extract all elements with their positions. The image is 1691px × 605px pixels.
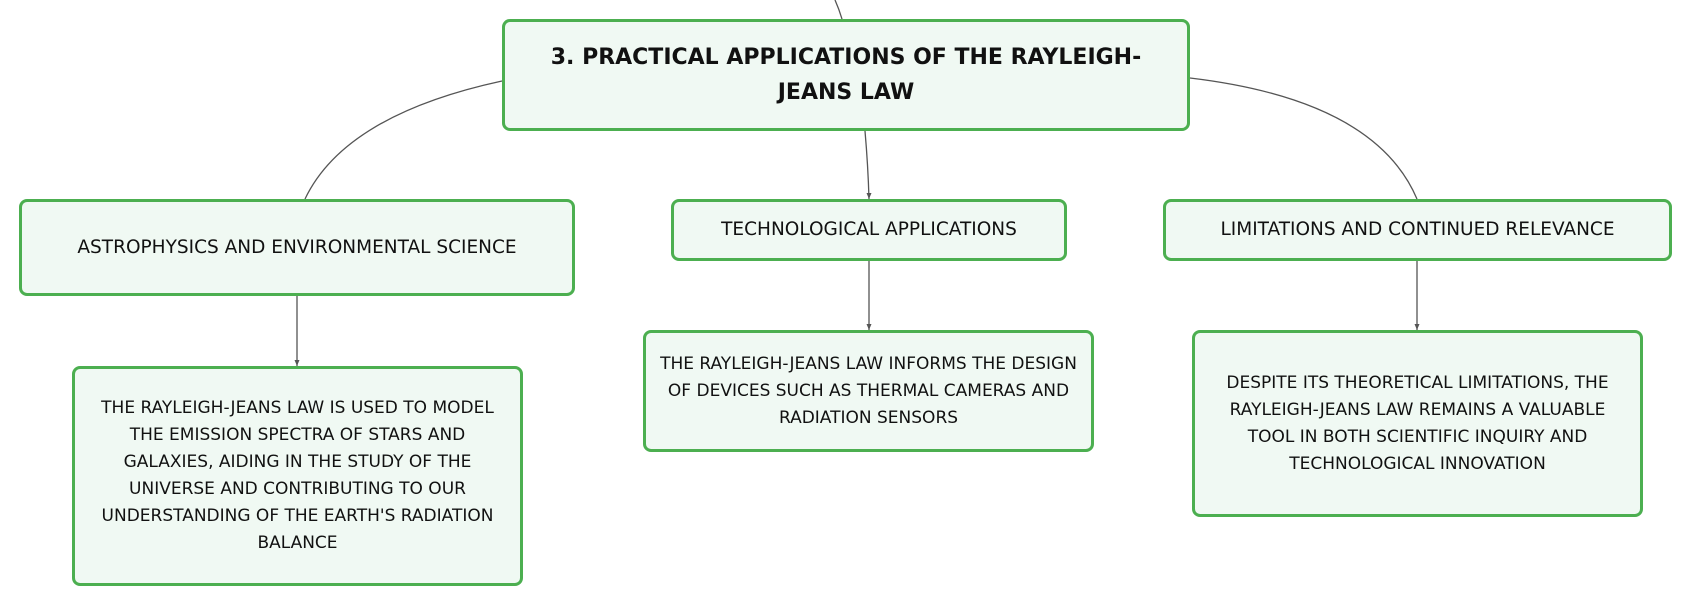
topic-node-label: ASTROPHYSICS AND ENVIRONMENTAL SCIENCE [77, 236, 517, 258]
connector-from-parent [834, 0, 843, 20]
detail-node-technological[interactable]: THE RAYLEIGH-JEANS LAW INFORMS THE DESIG… [643, 330, 1094, 452]
detail-node-limitations[interactable]: DESPITE ITS THEORETICAL LIMITATIONS, THE… [1192, 330, 1643, 517]
topic-node-astrophysics[interactable]: ASTROPHYSICS AND ENVIRONMENTAL SCIENCE [19, 199, 575, 296]
connector-root-to-technological [864, 130, 870, 200]
connector-root-to-astrophysics [304, 80, 503, 200]
detail-node-text: THE RAYLEIGH-JEANS LAW INFORMS THE DESIG… [660, 353, 1077, 428]
detail-node-astrophysics[interactable]: THE RAYLEIGH-JEANS LAW IS USED TO MODEL … [72, 366, 523, 586]
connector-root-to-limitations [1189, 77, 1418, 200]
topic-node-limitations[interactable]: LIMITATIONS AND CONTINUED RELEVANCE [1163, 199, 1672, 261]
root-node[interactable]: 3. PRACTICAL APPLICATIONS OF THE RAYLEIG… [502, 19, 1190, 131]
detail-node-text: THE RAYLEIGH-JEANS LAW IS USED TO MODEL … [101, 398, 494, 553]
topic-node-label: LIMITATIONS AND CONTINUED RELEVANCE [1220, 219, 1615, 240]
arrowhead-technological-detail [866, 324, 872, 330]
arrowhead-limitations-detail [1414, 324, 1420, 330]
arrowhead-technological [866, 193, 872, 199]
detail-node-text: DESPITE ITS THEORETICAL LIMITATIONS, THE… [1226, 372, 1609, 474]
topic-node-technological[interactable]: TECHNOLOGICAL APPLICATIONS [671, 199, 1067, 261]
topic-node-label: TECHNOLOGICAL APPLICATIONS [721, 219, 1017, 240]
arrowhead-astrophysics-detail [294, 360, 300, 366]
root-node-label: 3. PRACTICAL APPLICATIONS OF THE RAYLEIG… [550, 45, 1142, 105]
